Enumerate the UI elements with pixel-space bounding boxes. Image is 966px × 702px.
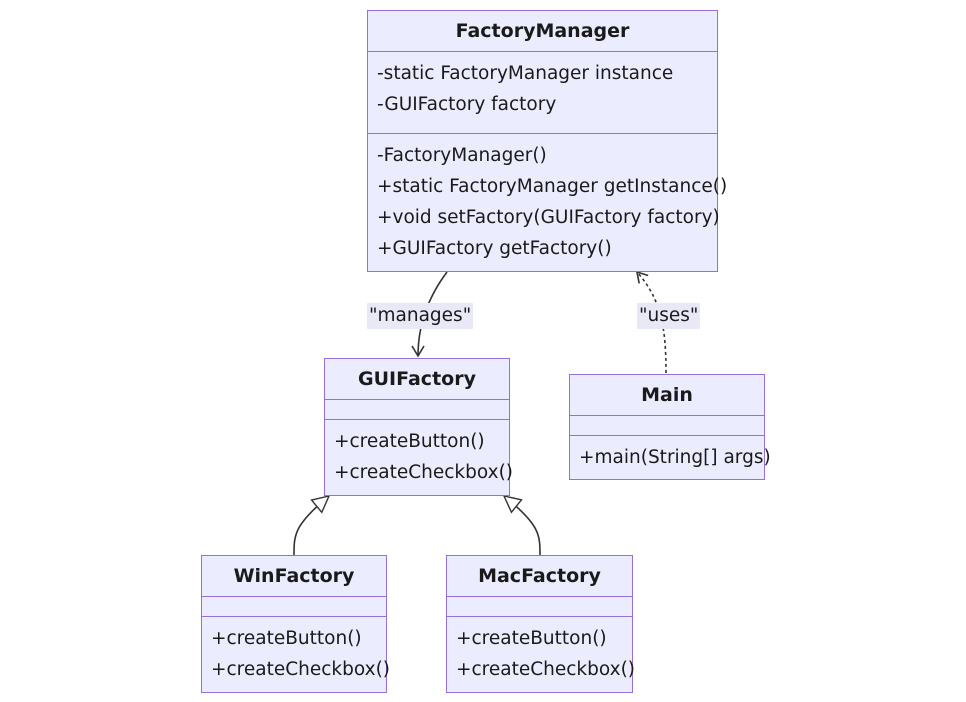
attributes-section [570, 416, 764, 436]
method: +static FactoryManager getInstance() [377, 176, 728, 197]
method: +main(String[] args) [579, 447, 771, 468]
gui-factory-class: GUIFactory +createButton() +createCheckb… [324, 358, 514, 496]
attributes-section [325, 400, 509, 420]
win-inheritance-edge [293, 495, 331, 556]
factory-manager-class: FactoryManager -static FactoryManager in… [367, 10, 728, 272]
method: +void setFactory(GUIFactory factory) [377, 207, 720, 228]
win-factory-class: WinFactory +createButton() +createCheckb… [201, 555, 391, 693]
attributes-section [447, 597, 632, 617]
class-name: Main [570, 375, 764, 416]
manages-label: "manages" [367, 303, 474, 329]
class-name: WinFactory [202, 556, 386, 597]
class-name: MacFactory [447, 556, 632, 597]
methods-section: +main(String[] args) [570, 436, 771, 479]
method: +createCheckbox() [334, 462, 514, 483]
attributes-section [202, 597, 386, 617]
method: +createCheckbox() [456, 659, 636, 680]
class-name: GUIFactory [325, 359, 509, 400]
mac-factory-class: MacFactory +createButton() +createCheckb… [446, 555, 636, 693]
methods-section: +createButton() +createCheckbox() [202, 617, 391, 691]
methods-section: +createButton() +createCheckbox() [447, 617, 636, 691]
method: -FactoryManager() [377, 145, 547, 166]
attributes-section: -static FactoryManager instance -GUIFact… [368, 52, 717, 134]
method: +GUIFactory getFactory() [377, 238, 612, 259]
method: +createButton() [334, 431, 485, 452]
method: +createButton() [456, 628, 607, 649]
methods-section: -FactoryManager() +static FactoryManager… [368, 134, 728, 270]
attribute: -GUIFactory factory [377, 94, 557, 115]
mac-inheritance-edge [502, 495, 541, 556]
uses-label: "uses" [637, 303, 701, 329]
methods-section: +createButton() +createCheckbox() [325, 420, 514, 494]
method: +createButton() [211, 628, 362, 649]
main-class: Main +main(String[] args) [569, 374, 771, 480]
class-name: FactoryManager [368, 11, 717, 52]
method: +createCheckbox() [211, 659, 391, 680]
attribute: -static FactoryManager instance [377, 63, 674, 84]
